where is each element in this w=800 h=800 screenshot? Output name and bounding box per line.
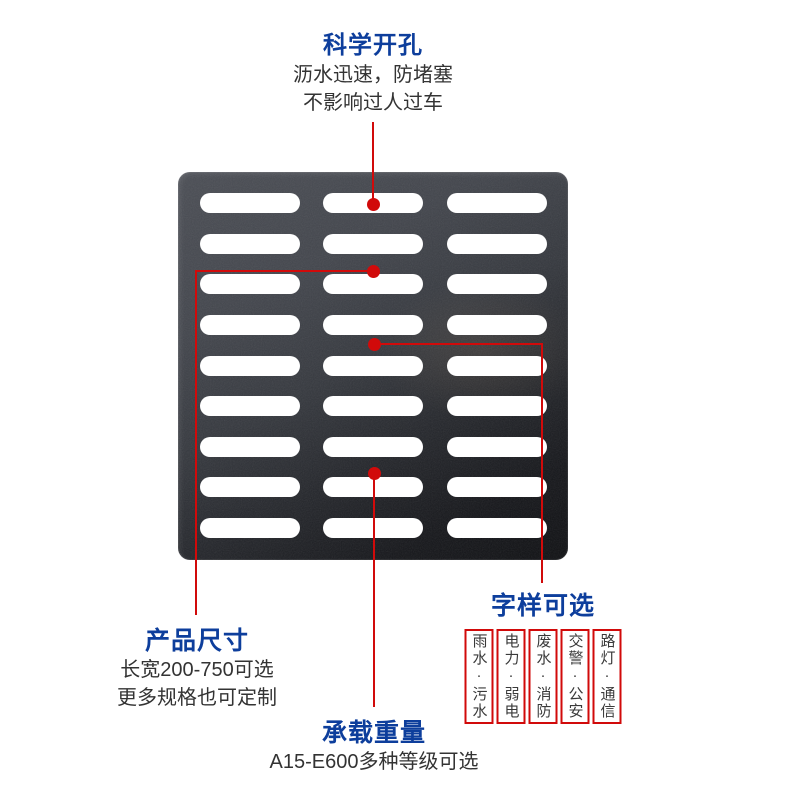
callout-load-capacity-line1: A15-E600多种等级可选 <box>269 751 479 773</box>
callout-product-size-line1: 长宽200-750可选 <box>120 659 274 681</box>
grate-slot <box>447 477 547 497</box>
callout-science-holes-line1: 沥水迅速，防堵塞 <box>293 64 453 86</box>
grate-slot <box>447 518 547 538</box>
text-option-box-police: 交警·公安 <box>560 629 590 724</box>
grate-slot <box>447 437 547 457</box>
grate-slot <box>323 274 423 294</box>
callout-load-capacity-title: 承载重量 <box>321 719 426 747</box>
grate-slot <box>323 396 423 416</box>
callout-text-options-title: 字样可选 <box>490 592 595 620</box>
grate-slot <box>200 193 300 213</box>
callout-product-size-line2: 更多规格也可定制 <box>117 687 277 709</box>
grate-slot <box>323 315 423 335</box>
grate-slot <box>200 477 300 497</box>
callout-product-size-title: 产品尺寸 <box>144 627 249 655</box>
grate-slot <box>447 234 547 254</box>
text-option-box-electric: 电力·弱电 <box>496 629 526 724</box>
text-option-box-wastewater: 废水·消防 <box>528 629 558 724</box>
grate-slot <box>200 234 300 254</box>
callout-science-holes-line2: 不影响过人过车 <box>303 92 443 114</box>
text-option-box-streetlight: 路灯·通信 <box>592 629 622 724</box>
text-option-box-rainwater: 雨水·污水 <box>464 629 494 724</box>
callout-load-capacity: 承载重量 A15-E600多种等级可选 <box>270 718 479 776</box>
grate-slot <box>323 437 423 457</box>
grate-slot <box>323 477 423 497</box>
grate-slot <box>447 396 547 416</box>
grate-slot <box>200 274 300 294</box>
grate-slot <box>447 193 547 213</box>
callout-science-holes: 科学开孔 沥水迅速，防堵塞 不影响过人过车 <box>293 31 453 117</box>
text-options-row: 雨水·污水 电力·弱电 废水·消防 交警·公安 路灯·通信 <box>464 629 622 724</box>
grate-slot <box>323 193 423 213</box>
grate-slot <box>447 356 547 376</box>
grate-slot <box>200 356 300 376</box>
callout-product-size: 产品尺寸 长宽200-750可选 更多规格也可定制 <box>117 626 277 712</box>
callout-text-options: 字样可选 雨水·污水 电力·弱电 废水·消防 交警·公安 路灯·通信 <box>464 591 622 724</box>
grate-slot <box>323 234 423 254</box>
grate-slot <box>200 396 300 416</box>
grate-slot <box>447 274 547 294</box>
grate-slot <box>200 518 300 538</box>
drain-grate-photo <box>178 172 568 560</box>
grate-slot <box>323 518 423 538</box>
grate-slot <box>200 437 300 457</box>
grate-slot <box>447 315 547 335</box>
grate-slot <box>200 315 300 335</box>
callout-science-holes-title: 科学开孔 <box>323 32 423 59</box>
grate-slot <box>323 356 423 376</box>
